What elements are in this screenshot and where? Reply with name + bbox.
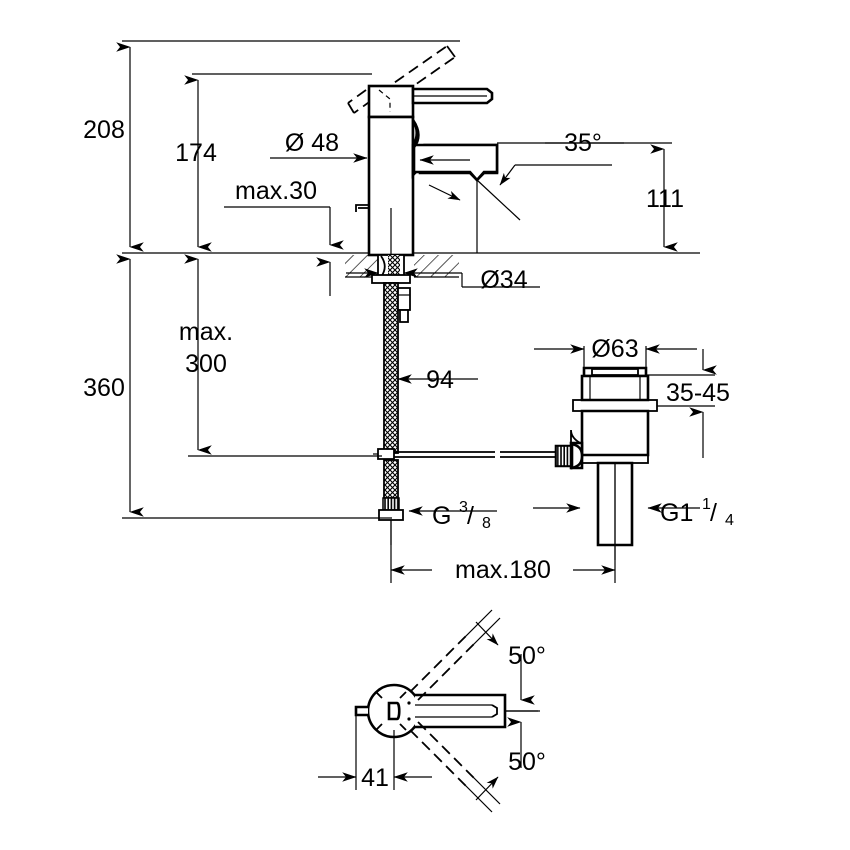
dimension-max-180: max.180: [390, 463, 616, 584]
thread-g114-slash: /: [710, 499, 717, 527]
top-plan-view-geometry: [354, 635, 540, 787]
dimension-angle-50-lower: 50°: [465, 710, 546, 813]
drain-rod-port: [554, 429, 584, 470]
handle-cap-block: [367, 84, 415, 119]
dimension-dia-34: Ø34: [346, 266, 540, 294]
dim-3545-label: 35-45: [666, 379, 730, 407]
faucet-side-elevation: [122, 45, 700, 545]
dim-angle35-label: 35°: [564, 129, 602, 157]
dimension-208: 208: [83, 40, 460, 252]
thread-g38-main: G: [432, 502, 451, 530]
dimension-41: 41: [318, 715, 432, 792]
popup-horizontal-rod: [373, 448, 556, 460]
dim-300-label: 300: [185, 350, 227, 378]
hose-connector-block: [397, 287, 411, 323]
lever-arm: [411, 87, 494, 105]
dim-41-label: 41: [361, 764, 389, 792]
dim-angle50-lower-label: 50°: [508, 748, 546, 776]
dim-dia63-label: Ø63: [591, 335, 638, 363]
dimension-dia-63: Ø63: [534, 335, 697, 370]
dimension-174: 174: [175, 73, 372, 252]
dim-208-label: 208: [83, 116, 125, 144]
faucet-body-column: [367, 115, 415, 257]
thread-g38-denominator: 8: [482, 515, 491, 532]
dim-dia48-label: Ø 48: [285, 129, 339, 157]
dimension-360: 360: [83, 254, 392, 519]
dim-360-label: 360: [83, 374, 125, 402]
swivel-limit-dashed: [409, 635, 475, 787]
dimension-max-30: max.30: [224, 177, 344, 296]
drain-waste-assembly: [554, 366, 658, 560]
dimension-angle-35: 35°: [419, 129, 624, 253]
thread-g114-numerator: 1: [702, 496, 711, 513]
dim-max-label: max.: [179, 318, 233, 346]
thread-g38-slash: /: [467, 502, 474, 530]
popup-lift-rod: [355, 204, 369, 212]
thread-g114-main: G1: [660, 499, 693, 527]
thread-g114-denominator: 4: [725, 512, 734, 529]
dimension-94: 94: [397, 366, 478, 394]
thread-g38-numerator: 3: [459, 499, 468, 516]
dim-max30-label: max.30: [235, 177, 317, 205]
dim-angle50-upper-label: 50°: [508, 642, 546, 670]
mounting-shank-nut: [371, 254, 411, 284]
dim-max180-label: max.180: [455, 556, 551, 584]
dim-94-label: 94: [426, 366, 454, 394]
flexible-hose: [383, 282, 399, 499]
dimension-max-300: max. 300: [179, 254, 382, 457]
dimension-dia-48: Ø 48: [270, 129, 368, 163]
thread-label-g114: G1 1 / 4: [533, 496, 734, 529]
dimension-111: 111: [497, 142, 684, 252]
dim-111-label: 111: [646, 185, 684, 213]
faucet-spout: [411, 116, 499, 182]
dimension-angle-50-upper: 50°: [465, 609, 546, 705]
thread-label-g38: G 3 / 8: [408, 499, 497, 532]
dim-dia34-label: Ø34: [480, 266, 527, 294]
dim-174-label: 174: [175, 139, 217, 167]
dimension-35-45: 35-45: [646, 349, 730, 458]
